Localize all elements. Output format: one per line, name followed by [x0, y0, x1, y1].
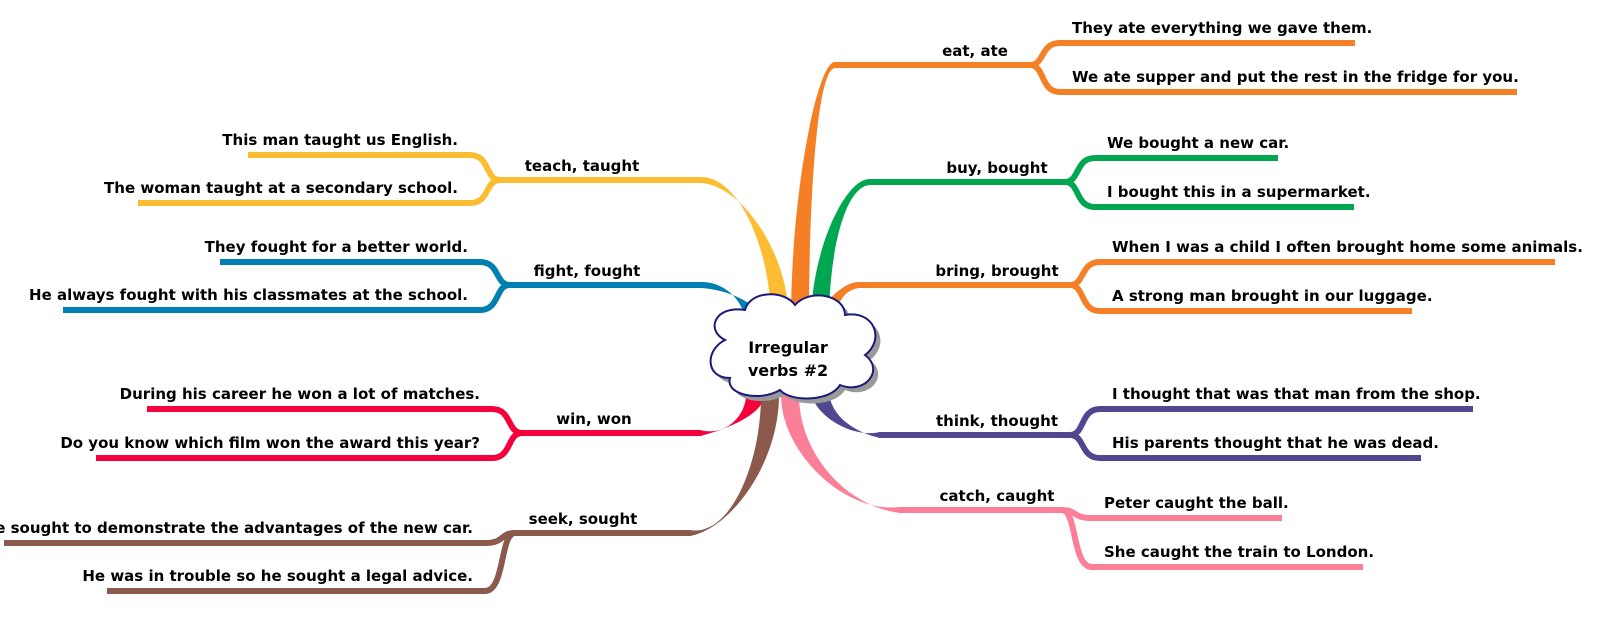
verb-label[interactable]: fight, fought: [534, 262, 641, 280]
example-sentence[interactable]: His parents thought that he was dead.: [1112, 434, 1439, 452]
verb-label[interactable]: seek, sought: [529, 510, 638, 528]
verb-label[interactable]: catch, caught: [940, 487, 1055, 505]
sentence-line: [1064, 179, 1354, 210]
main-branch: [811, 390, 880, 438]
example-sentence[interactable]: She sought to demonstrate the advantages…: [0, 519, 473, 537]
example-sentence[interactable]: The woman taught at a secondary school.: [104, 179, 458, 197]
verb-label[interactable]: buy, bought: [946, 159, 1047, 177]
verb-label[interactable]: eat, ate: [942, 42, 1008, 60]
sentence-line: [138, 177, 501, 206]
example-sentence[interactable]: They ate everything we gave them.: [1072, 19, 1372, 37]
central-topic[interactable]: Irregular verbs #2: [709, 293, 881, 404]
main-branch: [811, 178, 870, 322]
sentence-line: [147, 406, 523, 436]
sentence-line: [107, 530, 517, 594]
sentence-line: [248, 152, 501, 183]
example-sentence[interactable]: I thought that was that man from the sho…: [1112, 385, 1481, 403]
example-sentence[interactable]: We ate supper and put the rest in the fr…: [1072, 68, 1519, 86]
example-sentence[interactable]: He always fought with his classmates at …: [29, 286, 468, 304]
sentence-line: [63, 282, 511, 313]
branch-0: eat, ate They ate everything we gave them…: [791, 19, 1519, 320]
sentence-line: [1069, 432, 1421, 461]
sentence-line: [220, 259, 511, 288]
example-sentence[interactable]: This man taught us English.: [222, 131, 458, 149]
sentence-line: [96, 430, 523, 461]
central-topic-line1: Irregular: [748, 338, 828, 357]
sentence-line: [1029, 62, 1517, 95]
example-sentence[interactable]: Do you know which film won the award thi…: [60, 434, 480, 452]
example-sentence[interactable]: When I was a child I often brought home …: [1112, 238, 1583, 256]
example-sentence[interactable]: We bought a new car.: [1107, 134, 1289, 152]
branch-3: think, thought I thought that was that ma…: [811, 385, 1481, 461]
example-sentence[interactable]: Peter caught the ball.: [1104, 494, 1289, 512]
example-sentence[interactable]: A strong man brought in our luggage.: [1112, 287, 1433, 305]
branch-6: fight, fought They fought for a better wo…: [29, 238, 764, 325]
main-branch: [690, 395, 779, 536]
sentence-line: [1069, 406, 1473, 438]
verb-label[interactable]: win, won: [556, 410, 631, 428]
branch-1: buy, bought We bought a new car. I bought …: [811, 134, 1371, 322]
example-sentence[interactable]: They fought for a better world.: [205, 238, 468, 256]
main-branch: [700, 395, 764, 436]
example-sentence[interactable]: I bought this in a supermarket.: [1107, 183, 1371, 201]
branches: eat, ate They ate everything we gave them…: [0, 19, 1583, 594]
branch-4: catch, caught Peter caught the ball. She c…: [781, 395, 1374, 570]
cloud-shape: [709, 293, 877, 400]
sentence-line: [1060, 507, 1363, 570]
example-sentence[interactable]: She caught the train to London.: [1104, 543, 1374, 561]
central-topic-line2: verbs #2: [748, 361, 828, 380]
example-sentence[interactable]: During his career he won a lot of matche…: [120, 385, 480, 403]
branch-7: win, won During his career he won a lot o…: [60, 385, 764, 461]
verb-label[interactable]: teach, taught: [525, 157, 640, 175]
verb-label[interactable]: bring, brought: [935, 262, 1058, 280]
main-branch: [781, 395, 900, 513]
sentence-line: [1029, 40, 1355, 68]
main-branch: [791, 61, 835, 320]
verb-label[interactable]: think, thought: [936, 412, 1058, 430]
branch-2: bring, brought When I was a child I often…: [816, 238, 1583, 330]
branch-5: teach, taught This man taught us English.…: [104, 131, 789, 322]
sentence-line: [1069, 282, 1412, 314]
sentence-line: [1069, 259, 1555, 288]
sentence-line: [1064, 155, 1278, 185]
example-sentence[interactable]: He was in trouble so he sought a legal a…: [82, 567, 473, 585]
